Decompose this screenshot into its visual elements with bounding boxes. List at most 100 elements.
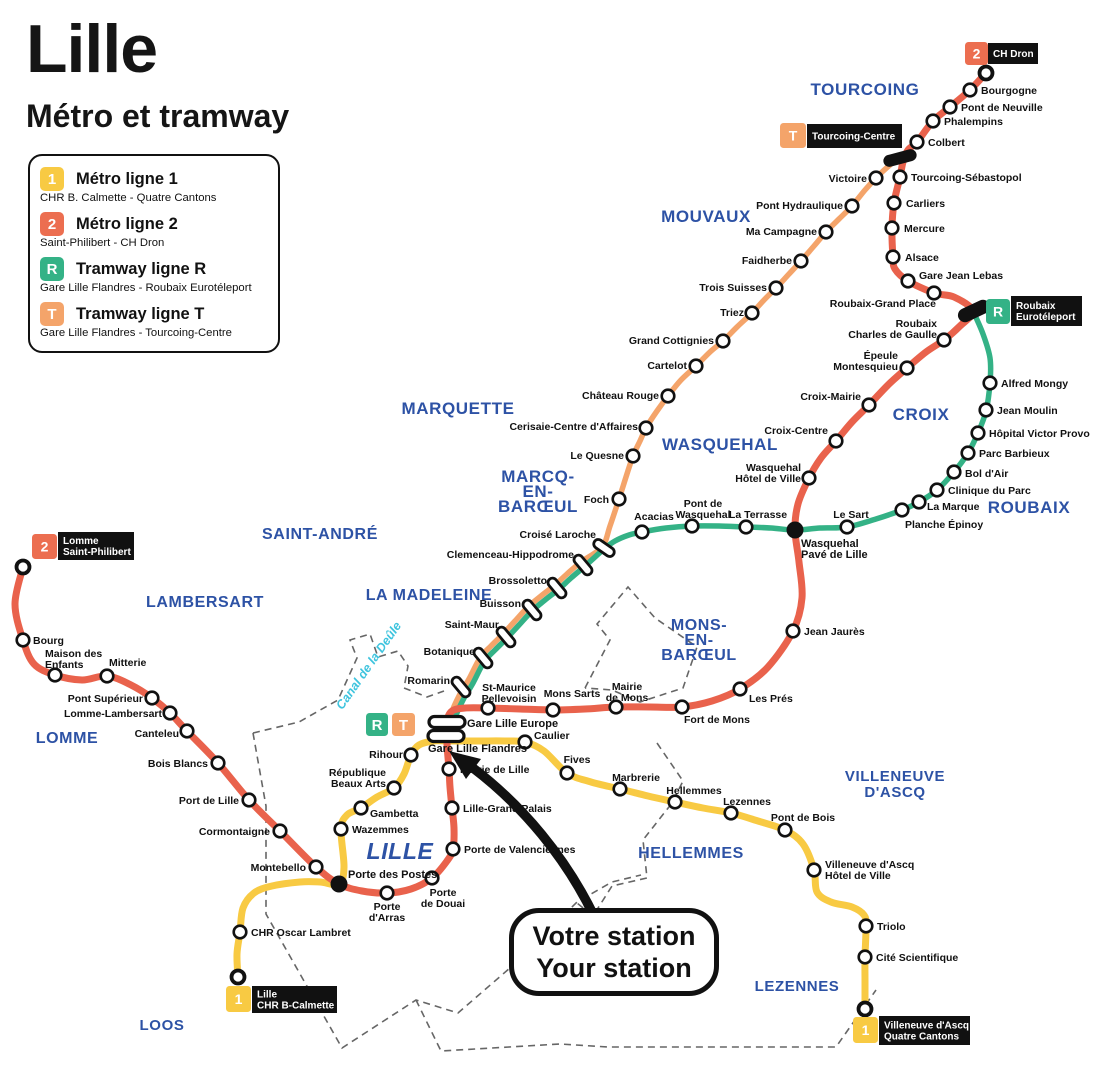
station-label: Gare Lille Flandres (428, 743, 527, 755)
city-boundary (415, 989, 877, 1052)
interchange-oval-marker (957, 299, 991, 323)
callout-line-en: Your station (536, 953, 692, 983)
station-label: Le Sart (833, 509, 869, 521)
station-label: La Marque (927, 501, 980, 513)
station-label: Parc Barbieux (979, 448, 1050, 460)
page-subtitle: Métro et tramway (26, 98, 290, 134)
station-label: Gambetta (370, 808, 419, 820)
station-label: Château Rouge (582, 390, 659, 402)
station-marker (899, 360, 915, 376)
legend-line-name: Métro ligne 1 (76, 169, 178, 188)
station-marker (806, 862, 822, 878)
line-symbol-badge: R (40, 257, 64, 281)
station-label: Brossoletto (489, 575, 547, 587)
district-label: LA MADELEINE (366, 587, 493, 604)
station-marker (909, 134, 925, 150)
station-marker (962, 82, 978, 98)
station-label: Lille-Grand Palais (463, 803, 552, 815)
district-label: LOOS (140, 1017, 185, 1034)
badge-letter: T (399, 717, 408, 734)
badge-letter: T (789, 128, 798, 144)
terminus-name-plate (58, 532, 134, 560)
station-marker (99, 668, 115, 684)
terminus-name-plate (807, 124, 902, 148)
station-marker (818, 224, 834, 240)
station-marker (828, 433, 844, 449)
station-marker (445, 841, 461, 857)
station-label: Gare Lille Europe (467, 718, 558, 730)
city-boundary (576, 742, 684, 918)
station-marker (386, 780, 402, 796)
station-marker (960, 445, 976, 461)
station-marker (926, 285, 942, 301)
station-label: Acacias (634, 511, 674, 523)
station-marker (738, 519, 754, 535)
station-label: Croix-Mairie (800, 391, 861, 403)
station-label: Alfred Mongy (1001, 378, 1068, 390)
legend-line-route: Gare Lille Flandres - Roubaix Eurotélepo… (40, 282, 252, 294)
station-marker (684, 518, 700, 534)
station-label: Wazemmes (352, 824, 409, 836)
station-marker (777, 822, 793, 838)
station-marker (611, 491, 627, 507)
legend-item: 1 Métro ligne 1 (40, 167, 266, 191)
district-label: LAMBERSART (146, 594, 264, 611)
station-label: Triolo (877, 921, 906, 933)
station-marker (886, 195, 902, 211)
tram-stop-marker (592, 538, 616, 558)
station-label: Mercure (904, 223, 945, 235)
station-marker (480, 700, 496, 716)
station-label: Bourgogne (981, 85, 1037, 97)
station-marker (715, 333, 731, 349)
tram-stop-marker (546, 576, 568, 600)
line-symbol-badge: 1 (40, 167, 64, 191)
tram-stop-marker (521, 598, 543, 622)
terminus-line-badge (780, 123, 806, 148)
station-label: Bois Blancs (148, 758, 208, 770)
station-marker (936, 332, 952, 348)
station-marker (241, 792, 257, 808)
station-label: Cormontaigne (199, 826, 270, 838)
station-marker (517, 734, 533, 750)
station-label: Trois Suisses (699, 282, 767, 294)
station-marker (667, 794, 683, 810)
station-marker (674, 699, 690, 715)
station-marker (744, 305, 760, 321)
station-marker (15, 632, 31, 648)
station-marker (732, 681, 748, 697)
canal-label: Canal de la Deûle (333, 619, 404, 712)
station-marker (894, 502, 910, 518)
interchange-marker (330, 875, 348, 893)
station-marker (688, 358, 704, 374)
district-label: WASQUEHAL (662, 435, 778, 454)
station-label: Ma Campagne (746, 226, 817, 238)
station-marker (660, 388, 676, 404)
station-label: Tourcoing-Sébastopol (911, 172, 1022, 184)
station-label: Saint-Maur (445, 619, 499, 631)
station-marker (608, 699, 624, 715)
legend-line-route: Saint-Philibert - CH Dron (40, 237, 165, 249)
legend-line-name: Tramway ligne T (76, 304, 205, 323)
station-label: Montebello (251, 862, 306, 874)
station-marker (982, 375, 998, 391)
city-boundary (252, 633, 445, 734)
station-label: Pont Supérieur (68, 693, 143, 705)
badge-letter: 2 (41, 539, 49, 555)
terminus-marker (14, 558, 32, 576)
station-marker (970, 425, 986, 441)
station-label: Foch (584, 494, 609, 506)
station-label: Pont de Bois (771, 812, 835, 824)
station-marker (892, 169, 908, 185)
